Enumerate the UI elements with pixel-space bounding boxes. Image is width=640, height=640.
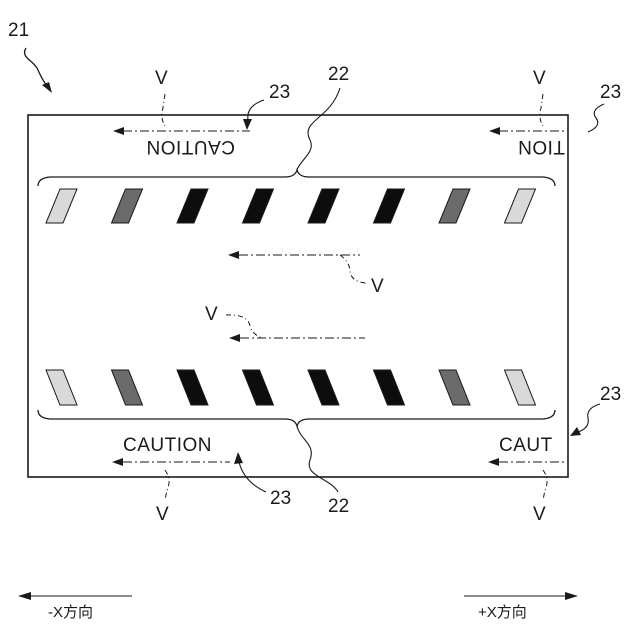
ref-arrowhead-23-top-left: [243, 119, 252, 130]
vehicle-label-middle-upper: V: [371, 276, 384, 297]
stripe-bottom-8: [505, 370, 536, 405]
stripe-top-5: [308, 189, 339, 223]
stripe-brace-bottom: [38, 410, 555, 426]
travel-arrowhead-top-right: [489, 127, 500, 135]
caution-text-top-right: TION: [518, 136, 565, 157]
ref-label-23-bottom-right: 23: [600, 384, 621, 405]
vehicle-leader-bottom-right: [543, 470, 547, 500]
vehicle-leader-bottom-left: [165, 470, 169, 500]
stripe-row-bottom: [46, 370, 536, 405]
ref-label-23-bottom-left: 23: [270, 488, 291, 509]
direction-arrowhead-minus-x: [18, 592, 31, 600]
vehicle-label-top-left: V: [155, 68, 168, 89]
stripe-top-6: [374, 189, 405, 223]
stripe-bottom-6: [374, 370, 405, 405]
caution-text-top-left: CAUTION: [146, 136, 235, 157]
stripe-bottom-4: [243, 370, 274, 405]
stripe-top-2: [112, 189, 143, 223]
vehicle-leader-top-left: [162, 94, 165, 126]
vehicle-label-bottom-right: V: [533, 504, 546, 525]
stripe-bottom-7: [439, 370, 470, 405]
ref-leader-22-top: [297, 88, 340, 170]
vehicle-label-bottom-left: V: [156, 504, 169, 525]
travel-arrowhead-middle-upper: [228, 251, 239, 259]
ref-label-23-top-left: 23: [269, 82, 290, 103]
ref-leader-23-top-left: [248, 100, 264, 120]
ref-label-21: 21: [8, 20, 29, 41]
stripe-top-4: [243, 189, 274, 223]
travel-arrowhead-bottom-right: [488, 458, 499, 466]
ref-leader-23-top-right: [588, 104, 604, 132]
vehicle-leader-middle-upper: [340, 255, 366, 283]
stripe-bottom-2: [112, 370, 143, 405]
stripe-bottom-3: [177, 370, 208, 405]
stripe-top-7: [439, 189, 470, 223]
vehicle-leader-top-right: [540, 94, 543, 126]
ref-label-22-bottom: 22: [328, 496, 349, 517]
stripe-top-3: [177, 189, 208, 223]
stripe-top-1: [46, 189, 77, 223]
ref-label-22-top: 22: [328, 64, 349, 85]
ref-leader-23-bottom-right: [578, 404, 600, 432]
vehicle-leader-middle-lower: [226, 315, 262, 338]
travel-arrowhead-middle-lower: [229, 334, 240, 342]
direction-arrowhead-plus-x: [565, 592, 578, 600]
stripe-row-top: [46, 189, 536, 223]
caution-text-bottom-left: CAUTION: [123, 435, 212, 456]
ref-label-23-top-right: 23: [600, 82, 621, 103]
stripe-top-8: [505, 189, 536, 223]
vehicle-label-middle-lower: V: [205, 304, 218, 325]
ref-arrowhead-21: [42, 82, 52, 93]
travel-arrowhead-top-left: [113, 127, 124, 135]
stripe-bottom-1: [46, 370, 77, 405]
stripe-bottom-5: [308, 370, 339, 405]
stripe-brace-top: [38, 170, 555, 186]
travel-arrowhead-bottom-left: [112, 458, 123, 466]
ref-leader-21: [25, 48, 47, 86]
ref-leader-22-bottom: [297, 426, 338, 492]
vehicle-label-top-right: V: [533, 68, 546, 89]
direction-label-minus-x: -X方向: [48, 604, 93, 621]
direction-label-plus-x: +X方向: [478, 604, 527, 621]
caution-text-bottom-right: CAUT: [499, 435, 553, 456]
